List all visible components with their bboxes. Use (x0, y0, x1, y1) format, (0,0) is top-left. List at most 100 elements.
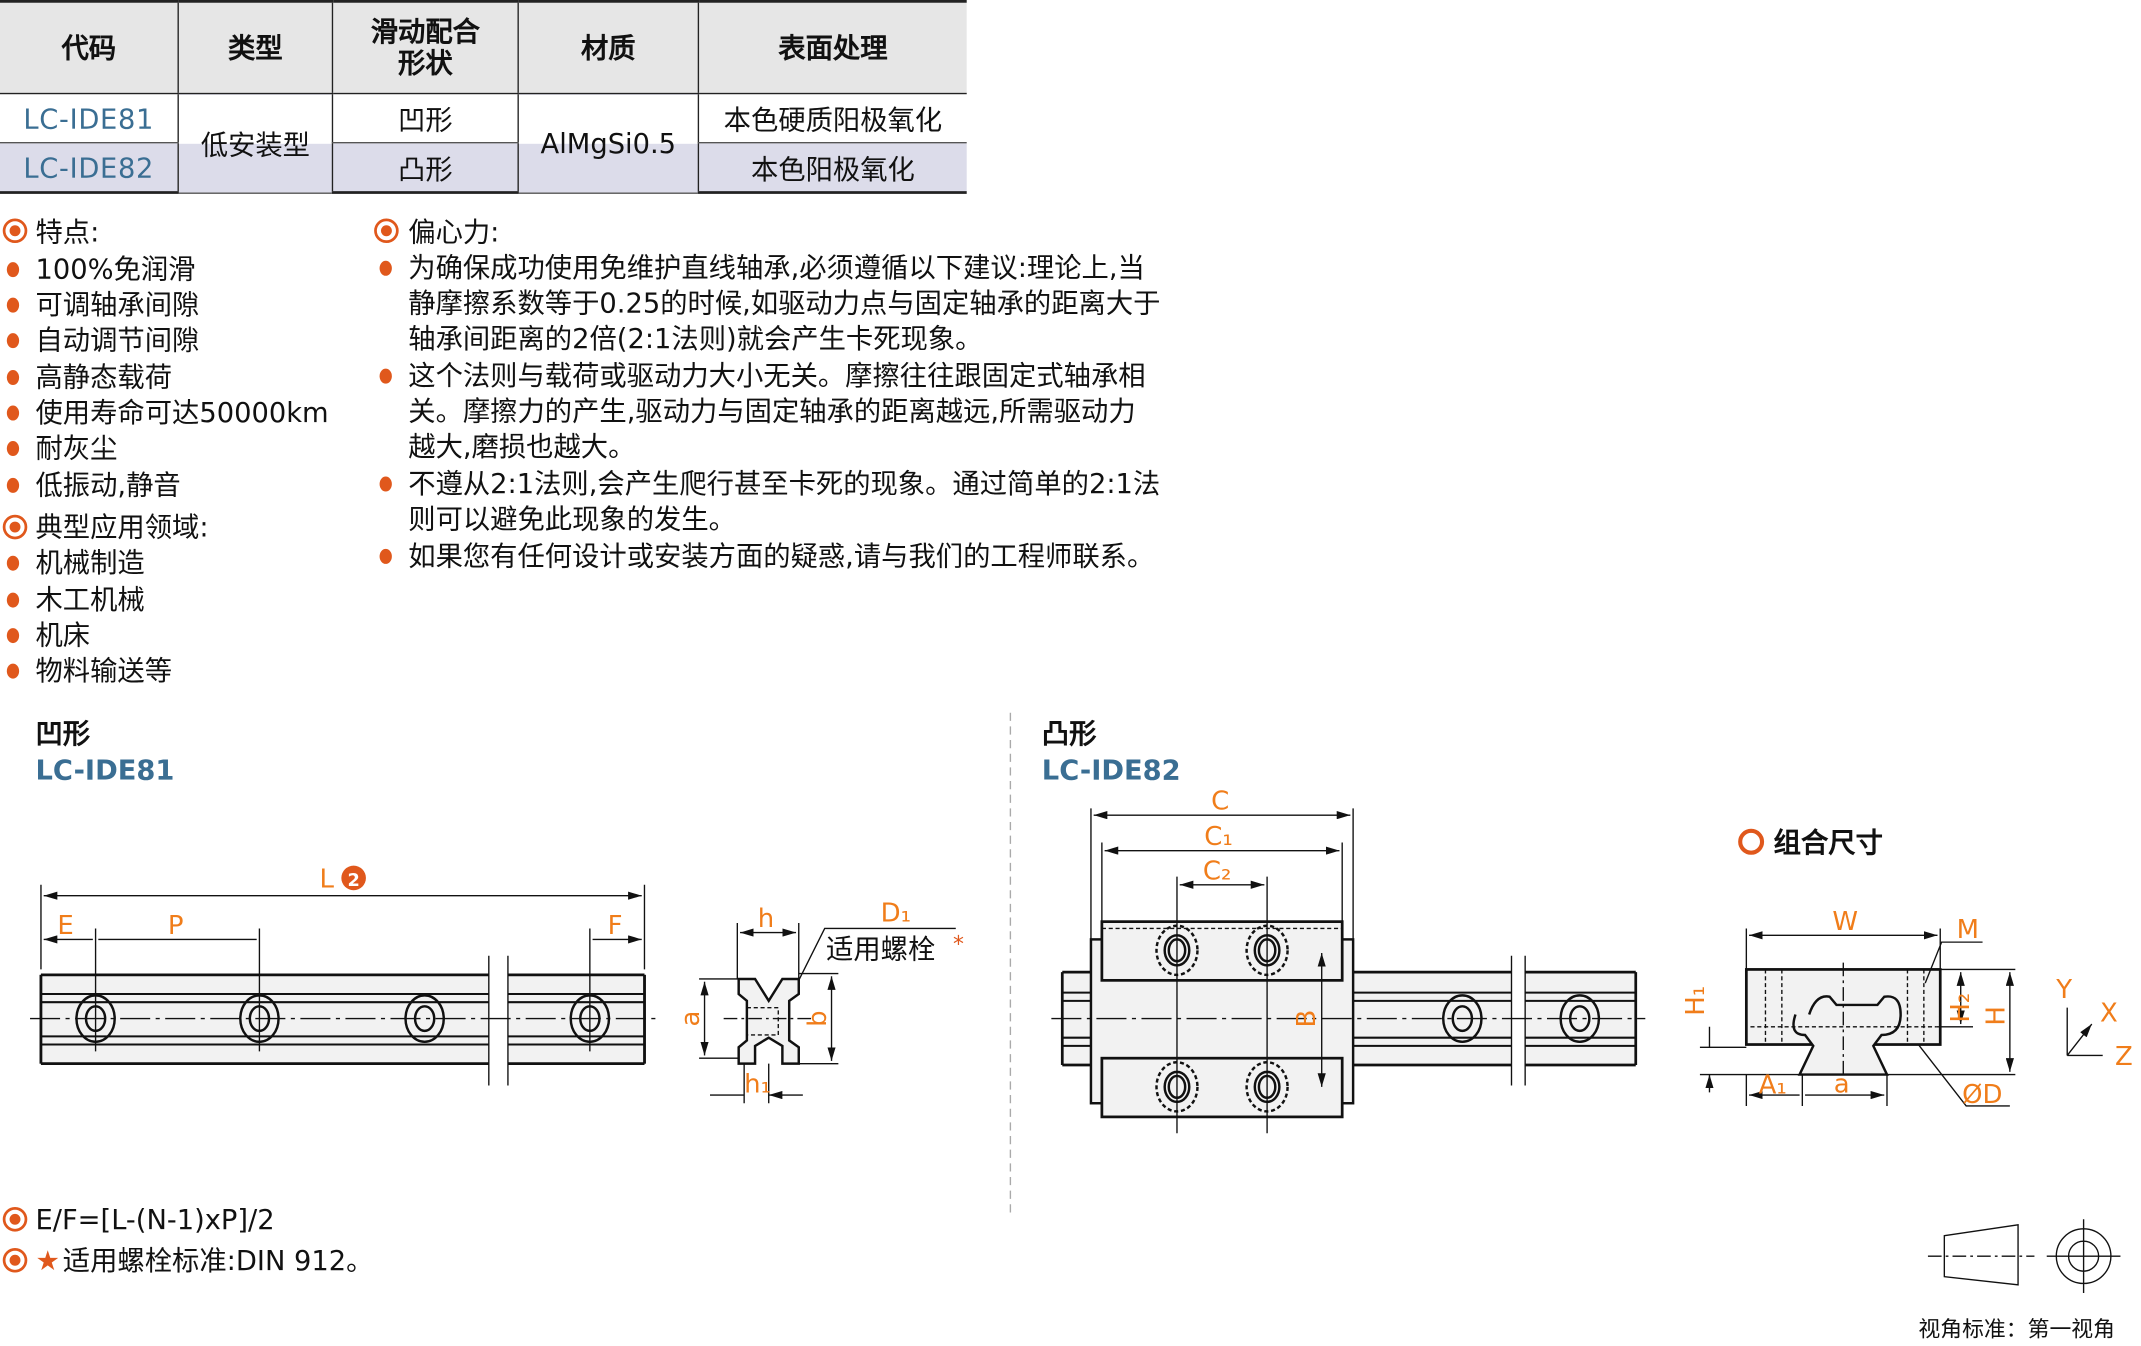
mounting-hole-icon (1559, 994, 1601, 1044)
dim-H2: H₂ (1946, 993, 1976, 1023)
bullet-icon (379, 260, 392, 276)
dim-D1: D₁ (881, 899, 911, 929)
spec-table: 代码 类型 滑动配合形状 材质 表面处理 LC-IDE81 低安装型 凹形 Al… (0, 0, 967, 194)
dim-C1: C₁ (1204, 822, 1233, 852)
right-shape-label: 凸形 (1041, 716, 1097, 750)
list-item: 则可以避免此现象的发生。 (408, 502, 736, 536)
combo-title: 组合尺寸 (1773, 826, 1883, 859)
dim-W: W (1832, 907, 1858, 937)
header-shape-line2: 形状 (398, 46, 453, 80)
list-item: 可调轴承间隙 (35, 288, 200, 321)
mounting-hole-icon (413, 1005, 436, 1033)
bullet-icon (6, 370, 20, 386)
dim-A1: A₁ (1759, 1071, 1787, 1101)
material-cell: AlMgSi0.5 (517, 93, 699, 194)
list-item: 越大,磨损也越大。 (408, 430, 636, 463)
dim-B: B (1292, 1010, 1322, 1028)
list-item: 自动调节间隙 (35, 323, 200, 357)
dim-C2: C₂ (1203, 856, 1232, 886)
code-cell[interactable]: LC-IDE82 (0, 142, 179, 194)
surface-cell: 本色阳极氧化 (697, 142, 967, 194)
bullet-icon (6, 592, 20, 608)
list-item: 使用寿命可达50000km (35, 395, 329, 429)
dim-b: b (803, 1010, 833, 1026)
axes-icon (2066, 1007, 2103, 1057)
list-item: 静摩擦系数等于0.25的时候,如驱动力点与固定轴承的距离大于 (408, 286, 1161, 320)
list-item: 不遵从2:1法则,会产生爬行甚至卡死的现象。通过简单的2:1法 (408, 466, 1161, 500)
mounting-hole-icon (1441, 994, 1483, 1044)
bolt-star: * (953, 933, 964, 958)
bullet-icon (6, 441, 20, 457)
dim-h1: h₁ (744, 1069, 771, 1099)
shape-cell: 凹形 (331, 93, 519, 144)
mounting-hole-icon (1568, 1005, 1591, 1033)
bullet-icon (6, 297, 20, 313)
header-surface: 表面处理 (697, 0, 967, 95)
bullet-icon (379, 476, 392, 492)
bullet-icon (6, 333, 20, 349)
list-item: 100%免润滑 (35, 252, 196, 286)
bullet-icon (379, 548, 392, 564)
mounting-hole-icon (404, 994, 445, 1044)
table-row: LC-IDE82 凸形 本色阳极氧化 (0, 142, 967, 194)
header-type: 类型 (177, 0, 333, 95)
dim-H1: H₁ (1681, 986, 1711, 1016)
bullet-icon (6, 262, 20, 278)
dim-P: P (168, 911, 184, 941)
dim-E: E (57, 911, 73, 941)
section-marker-icon (374, 218, 399, 244)
features-title: 特点: (35, 215, 100, 249)
type-cell: 低安装型 (177, 93, 333, 194)
dim-L: L (320, 865, 335, 895)
right-code-label[interactable]: LC-IDE82 (1041, 753, 1181, 787)
left-rail-drawing (30, 884, 956, 1103)
list-item: 低振动,静音 (35, 468, 181, 502)
header-shape: 滑动配合形状 (331, 0, 519, 95)
left-shape-label: 凹形 (35, 716, 91, 750)
list-item: 机械制造 (35, 546, 145, 579)
header-shape-line1: 滑动配合 (370, 15, 480, 48)
bullet-icon (379, 368, 392, 384)
header-code: 代码 (0, 0, 179, 95)
section-marker-icon (2, 218, 28, 244)
dim-h: h (758, 904, 774, 934)
applications-title: 典型应用领域: (35, 510, 209, 544)
shape-cell: 凸形 (331, 142, 519, 194)
dim-a-combo: a (1834, 1069, 1850, 1099)
list-item: 木工机械 (35, 583, 145, 616)
bullet-icon (6, 405, 20, 421)
left-code-label[interactable]: LC-IDE81 (35, 753, 175, 787)
dim-a: a (676, 1011, 706, 1027)
list-item: 为确保成功使用免维护直线轴承,必须遵循以下建议:理论上,当 (408, 251, 1145, 285)
list-item: 轴承间距离的2倍(2:1法则)就会产生卡死现象。 (408, 322, 983, 356)
list-item: 高静态载荷 (35, 360, 173, 394)
dim-H: H (1981, 1006, 2011, 1026)
list-item: 耐灰尘 (35, 431, 118, 465)
bolt-standard-note: 适用螺栓标准:DIN 912。 (62, 1243, 374, 1277)
list-item: 如果您有任何设计或安装方面的疑惑,请与我们的工程师联系。 (408, 539, 1155, 573)
right-rail-drawing (1051, 808, 2121, 1294)
formula-note: E/F=[L-(N-1)xP]/2 (35, 1202, 275, 1236)
bolt-label: 适用螺栓 (826, 935, 935, 966)
header-material: 材质 (517, 0, 699, 95)
eccentric-title: 偏心力: (408, 215, 500, 249)
dim-F: F (608, 911, 623, 941)
view-standard-label: 视角标准：第一视角 (1918, 1316, 2116, 1343)
list-item: 物料输送等 (35, 654, 173, 687)
bullet-icon (6, 555, 20, 571)
surface-cell: 本色硬质阳极氧化 (697, 93, 967, 144)
mounting-hole-icon (1451, 1005, 1474, 1033)
list-item: 关。摩擦力的产生,驱动力与固定轴承的距离越远,所需驱动力 (408, 394, 1136, 428)
list-item: 这个法则与载荷或驱动力大小无关。摩擦往往跟固定式轴承相 (408, 359, 1146, 392)
code-cell[interactable]: LC-IDE81 (0, 93, 179, 144)
axis-X: X (2100, 998, 2118, 1028)
bullet-icon (6, 628, 20, 644)
list-item: 机床 (35, 618, 91, 652)
note-marker-icon (2, 1207, 28, 1232)
combo-marker-icon (1738, 828, 1765, 855)
bullet-icon (6, 477, 20, 493)
dim-D: ØD (1962, 1080, 2002, 1110)
note-number: 2 (347, 871, 359, 891)
